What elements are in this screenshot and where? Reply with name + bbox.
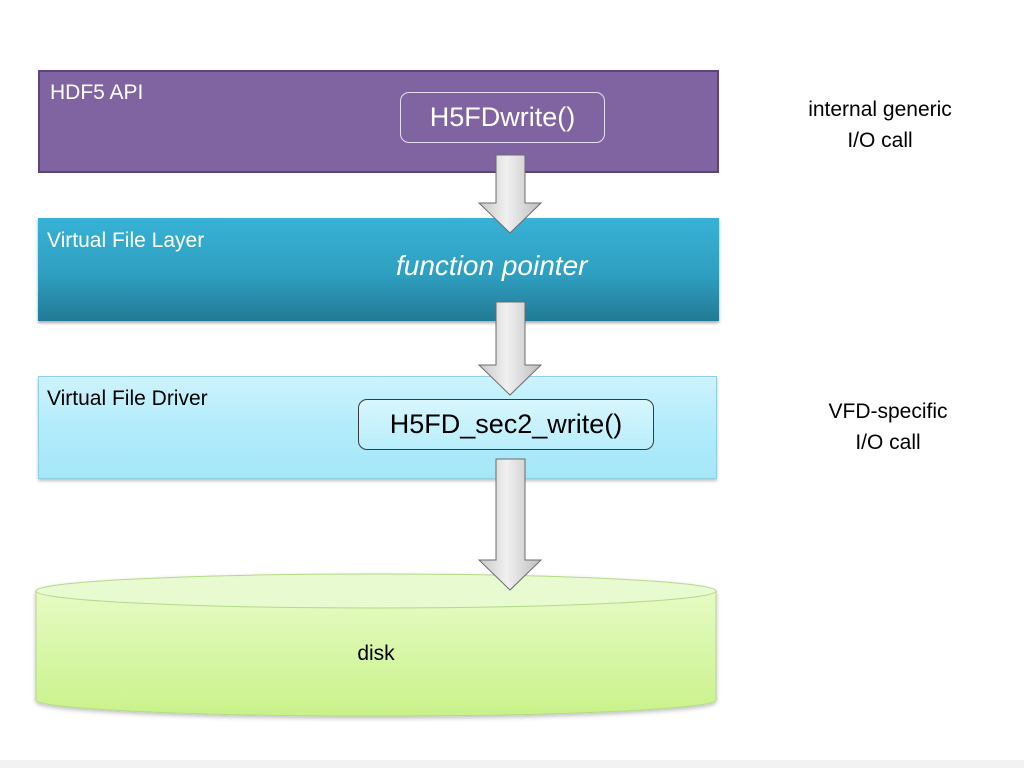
hdf5-api-layer: HDF5 API: [38, 70, 719, 173]
vfd-specific-note-line1: VFD-specific: [828, 400, 948, 423]
virtual-file-driver-label: Virtual File Driver: [47, 387, 208, 410]
internal-generic-note-line2: I/O call: [847, 129, 913, 152]
function-pointer-text: function pointer: [396, 250, 588, 281]
virtual-file-layer-label: Virtual File Layer: [47, 229, 205, 252]
h5fd-sec2-write-call-box: H5FD_sec2_write(): [358, 399, 654, 450]
virtual-file-layer: Virtual File Layer: [38, 218, 719, 321]
bottom-edge-bar: [0, 760, 1024, 768]
disk-label: disk: [357, 642, 395, 665]
vfd-specific-note-line2: I/O call: [855, 431, 921, 454]
internal-generic-note: internal generic I/O call: [790, 94, 970, 156]
h5fdwrite-call-box: H5FDwrite(): [400, 92, 605, 143]
internal-generic-note-line1: internal generic: [808, 98, 952, 121]
hdf5-api-label: HDF5 API: [50, 81, 144, 104]
vfd-specific-note: VFD-specific I/O call: [798, 396, 978, 458]
